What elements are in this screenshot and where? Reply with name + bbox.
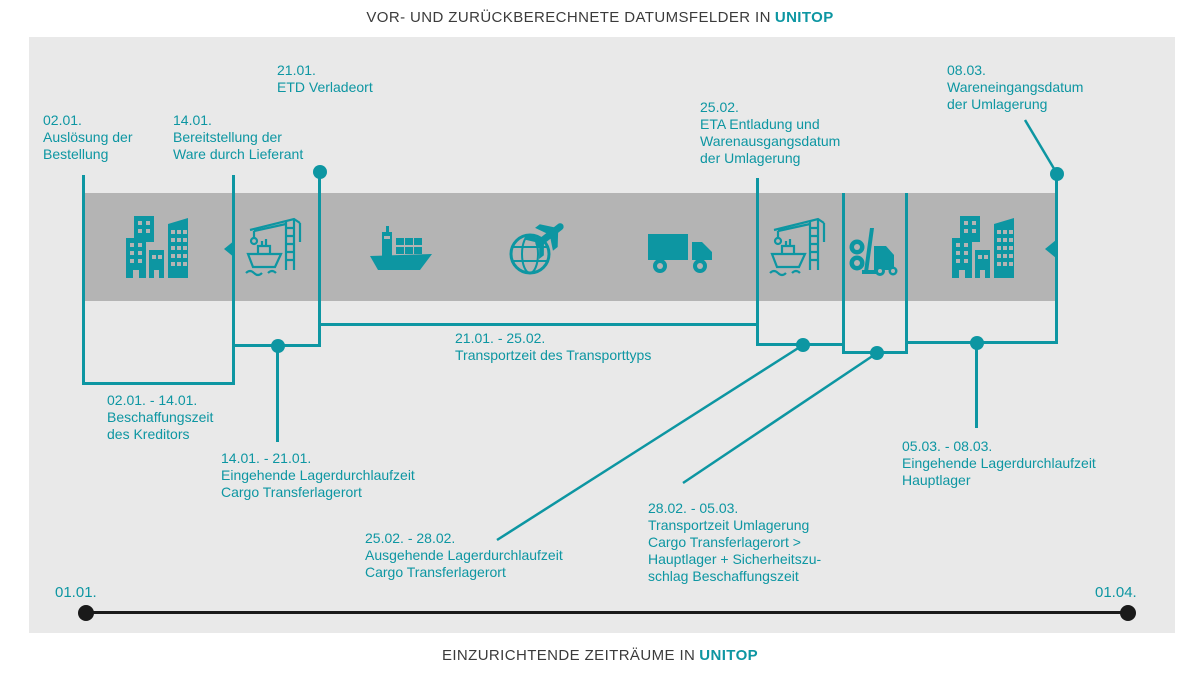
- milestone-text: Bereitstellung der Ware durch Lieferant: [173, 129, 304, 162]
- node-dot-umlagerung: [870, 346, 884, 360]
- arrow-left-icon: [1045, 240, 1056, 258]
- period-range: 21.01. - 25.02.: [455, 330, 546, 346]
- axis-end-label: 01.04.: [1095, 584, 1137, 601]
- connector-line-21-01: [318, 172, 321, 346]
- cargo-ship-icon: [370, 226, 432, 274]
- node-dot-hauptlager: [970, 336, 984, 350]
- truck-icon: [648, 232, 712, 274]
- bracket-transportzeit: [318, 323, 759, 326]
- period-text: Transportzeit Umlagerung Cargo Transferl…: [648, 517, 822, 584]
- period-text: Ausgehende Lagerdurchlaufzeit Cargo Tran…: [365, 547, 563, 580]
- air-freight-globe-icon: [506, 220, 570, 276]
- connector-line-25-02: [756, 178, 759, 345]
- connector-line-02-01: [82, 175, 85, 385]
- footer-title-text: EINZURICHTENDE ZEITRÄUME IN: [441, 647, 696, 664]
- page-title: VOR- UND ZURÜCKBERECHNETE DATUMSFELDER I…: [0, 9, 1200, 26]
- period-text: Beschaffungszeit des Kreditors: [107, 409, 214, 442]
- period-connector-hauptlager: [975, 343, 978, 428]
- milestone-text: ETA Entladung und Warenausgangsdatum der…: [700, 116, 841, 166]
- period-label-transportzeit: 21.01. - 25.02. Transportzeit des Transp…: [455, 330, 651, 364]
- period-label-ausgehende-transferlager: 25.02. - 28.02. Ausgehende Lagerdurchlau…: [365, 530, 563, 581]
- milestone-date: 25.02.: [700, 99, 739, 115]
- forklift-icon: [848, 226, 900, 276]
- milestone-date: 08.03.: [947, 62, 986, 78]
- port-crane-icon: [245, 212, 306, 277]
- axis-start-dot: [78, 605, 94, 621]
- milestone-date: 14.01.: [173, 112, 212, 128]
- period-range: 25.02. - 28.02.: [365, 530, 456, 546]
- supplier-buildings-icon: [124, 216, 190, 278]
- node-dot-etd: [313, 165, 327, 179]
- node-dot-wareneingang: [1050, 167, 1064, 181]
- period-text: Transportzeit des Transporttyps: [455, 347, 652, 363]
- period-text: Eingehende Lagerdurchlaufzeit Cargo Tran…: [221, 467, 415, 500]
- period-label-transportzeit-umlagerung: 28.02. - 05.03. Transportzeit Umlagerung…: [648, 500, 821, 585]
- milestone-text: Auslösung der Bestellung: [43, 129, 133, 162]
- period-label-eingehende-transferlager: 14.01. - 21.01. Eingehende Lagerdurchlau…: [221, 450, 415, 501]
- bracket-beschaffungszeit: [82, 382, 235, 385]
- node-dot-ausgehend: [796, 338, 810, 352]
- milestone-label-bestellung: 02.01. Auslösung der Bestellung: [43, 112, 133, 163]
- period-range: 14.01. - 21.01.: [221, 450, 312, 466]
- milestone-label-bereitstellung: 14.01. Bereitstellung der Ware durch Lie…: [173, 112, 303, 163]
- transport-chain-band: [85, 193, 1057, 301]
- connector-line-28-02: [842, 193, 845, 353]
- milestone-text: Wareneingangsdatum der Umlagerung: [947, 79, 1084, 112]
- period-text: Eingehende Lagerdurchlaufzeit Hauptlager: [902, 455, 1096, 488]
- connector-line-14-01: [232, 175, 235, 385]
- period-label-beschaffungszeit: 02.01. - 14.01. Beschaffungszeit des Kre…: [107, 392, 213, 443]
- date-axis: [86, 611, 1128, 614]
- arrow-left-icon: [224, 240, 235, 258]
- milestone-text: ETD Verladeort: [277, 79, 373, 95]
- node-dot-transferlager: [271, 339, 285, 353]
- milestone-date: 21.01.: [277, 62, 316, 78]
- connector-line-05-03: [905, 193, 908, 353]
- warehouse-buildings-icon: [950, 216, 1016, 278]
- page-title-text: VOR- UND ZURÜCKBERECHNETE DATUMSFELDER I…: [366, 9, 771, 26]
- brand-name: UNITOP: [699, 647, 759, 664]
- axis-end-dot: [1120, 605, 1136, 621]
- connector-line-08-03: [1055, 174, 1058, 343]
- period-range: 02.01. - 14.01.: [107, 392, 198, 408]
- brand-name: UNITOP: [774, 9, 834, 26]
- milestone-label-eta: 25.02. ETA Entladung und Warenausgangsda…: [700, 99, 840, 167]
- milestone-label-etd: 21.01. ETD Verladeort: [277, 62, 373, 96]
- axis-start-label: 01.01.: [55, 584, 97, 601]
- period-connector-transferlager: [276, 346, 279, 442]
- period-label-eingehende-hauptlager: 05.03. - 08.03. Eingehende Lagerdurchlau…: [902, 438, 1096, 489]
- port-crane-icon: [769, 212, 830, 277]
- milestone-label-wareneingang: 08.03. Wareneingangsdatum der Umlagerung: [947, 62, 1083, 113]
- period-range: 05.03. - 08.03.: [902, 438, 993, 454]
- milestone-date: 02.01.: [43, 112, 82, 128]
- period-range: 28.02. - 05.03.: [648, 500, 739, 516]
